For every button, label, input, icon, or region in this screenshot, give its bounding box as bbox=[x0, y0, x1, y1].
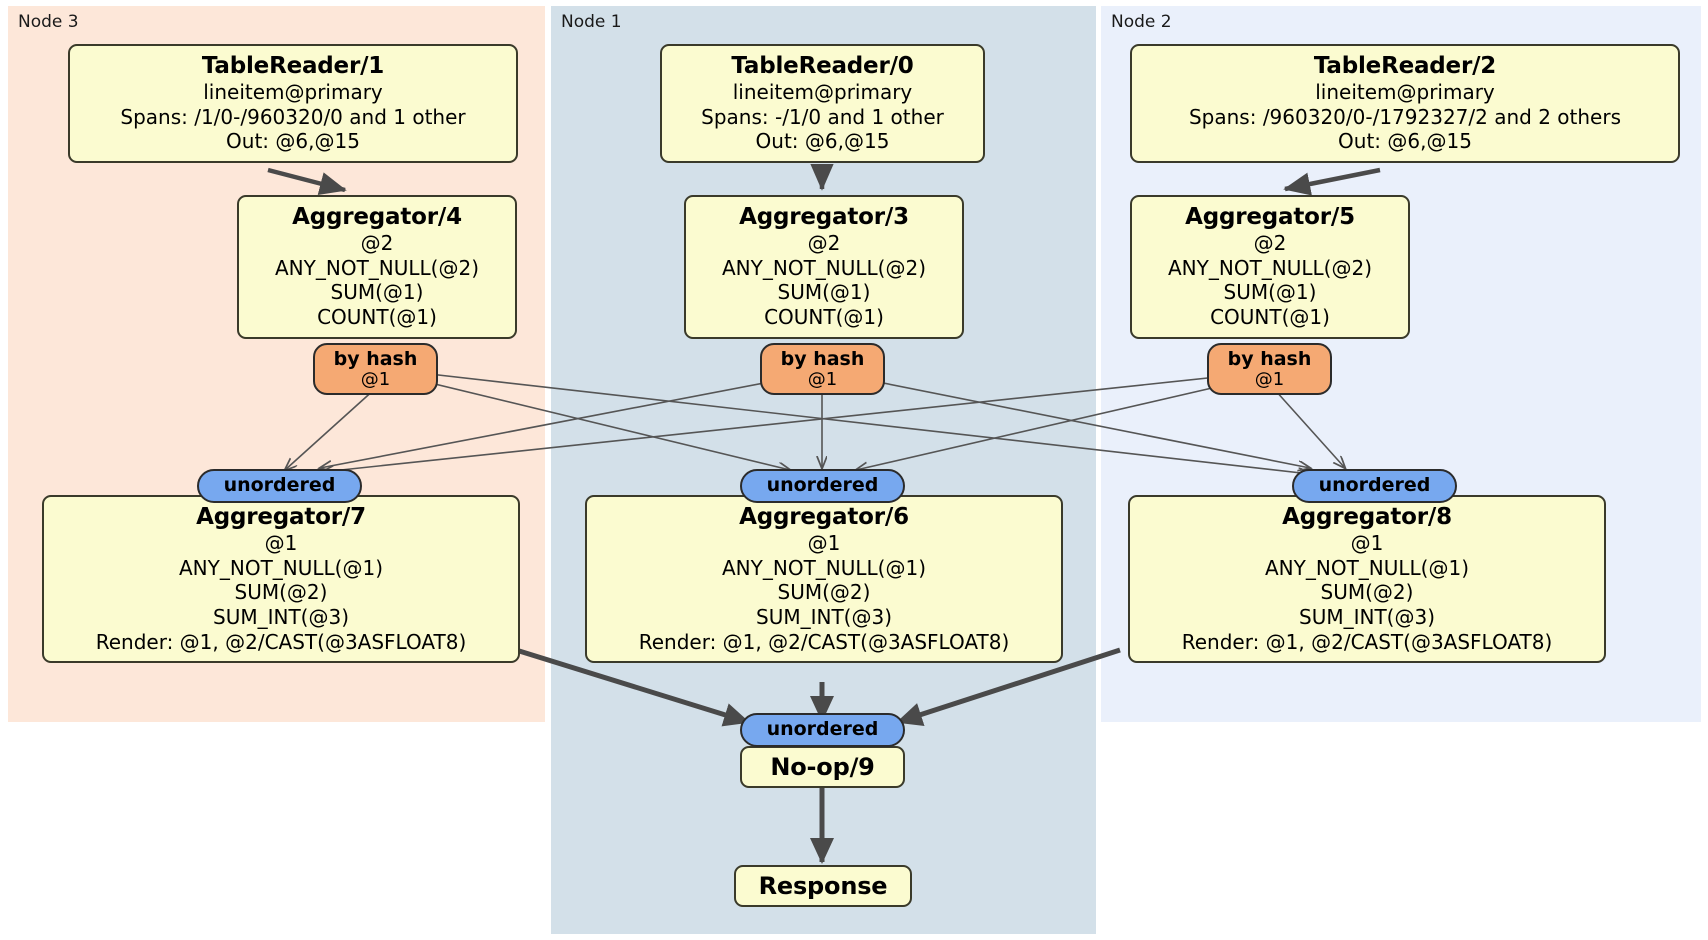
processor-detail-line: SUM(@1) bbox=[777, 280, 871, 305]
processor-detail-line: ANY_NOT_NULL(@2) bbox=[1168, 255, 1372, 280]
output-router-by-hash-center[interactable]: by hash @1 bbox=[760, 343, 885, 395]
processor-table-reader-0[interactable]: TableReader/0 lineitem@primary Spans: -/… bbox=[660, 44, 985, 164]
input-synchronizer-unordered-left[interactable]: unordered bbox=[197, 469, 362, 503]
processor-aggregator-8[interactable]: Aggregator/8 @1 ANY_NOT_NULL(@1) SUM(@2)… bbox=[1128, 495, 1606, 664]
processor-title: Aggregator/6 bbox=[739, 504, 909, 530]
processor-detail-line: SUM(@2) bbox=[234, 580, 328, 605]
processor-detail-line: Spans: -/1/0 and 1 other bbox=[701, 104, 944, 129]
node-group-label-node-2: Node 2 bbox=[1111, 12, 1172, 32]
processor-detail-line: ANY_NOT_NULL(@1) bbox=[1265, 555, 1469, 580]
processor-detail-line: SUM(@2) bbox=[1320, 580, 1414, 605]
synchronizer-label: unordered bbox=[1318, 474, 1431, 496]
processor-title: TableReader/1 bbox=[201, 53, 385, 79]
router-type-label: by hash bbox=[333, 348, 418, 370]
router-type-label: by hash bbox=[1227, 348, 1312, 370]
node-group-label-node-1: Node 1 bbox=[561, 12, 622, 32]
processor-detail-line: @2 bbox=[360, 231, 394, 256]
processor-title: Aggregator/5 bbox=[1185, 204, 1355, 230]
node-group-label-node-3: Node 3 bbox=[18, 12, 79, 32]
processor-response[interactable]: Response bbox=[734, 865, 912, 907]
processor-aggregator-7[interactable]: Aggregator/7 @1 ANY_NOT_NULL(@1) SUM(@2)… bbox=[42, 495, 520, 664]
processor-render-line: Render: @1, @2/CAST(@3ASFLOAT8) bbox=[638, 629, 1010, 654]
processor-table-reader-1[interactable]: TableReader/1 lineitem@primary Spans: /1… bbox=[68, 44, 518, 164]
processor-detail-line: lineitem@primary bbox=[1315, 80, 1495, 105]
processor-title: Aggregator/4 bbox=[292, 204, 462, 230]
router-column-label: @1 bbox=[1254, 368, 1285, 390]
processor-detail-line: SUM(@2) bbox=[777, 580, 871, 605]
processor-title: Response bbox=[758, 872, 888, 900]
processor-aggregator-4[interactable]: Aggregator/4 @2 ANY_NOT_NULL(@2) SUM(@1)… bbox=[237, 195, 517, 339]
processor-title: Aggregator/7 bbox=[196, 504, 366, 530]
processor-detail-line: @2 bbox=[807, 231, 841, 256]
processor-title: TableReader/0 bbox=[731, 53, 914, 79]
processor-detail-line: @1 bbox=[264, 531, 298, 556]
processor-title: Aggregator/3 bbox=[739, 204, 909, 230]
processor-detail-line: @1 bbox=[1350, 531, 1384, 556]
synchronizer-label: unordered bbox=[766, 718, 879, 740]
processor-detail-line: lineitem@primary bbox=[203, 80, 383, 105]
router-column-label: @1 bbox=[807, 368, 838, 390]
processor-detail-line: ANY_NOT_NULL(@1) bbox=[722, 555, 926, 580]
processor-detail-line: Out: @6,@15 bbox=[755, 129, 890, 154]
processor-detail-line: SUM_INT(@3) bbox=[756, 605, 892, 630]
processor-table-reader-2[interactable]: TableReader/2 lineitem@primary Spans: /9… bbox=[1130, 44, 1680, 164]
input-synchronizer-unordered-final[interactable]: unordered bbox=[740, 713, 905, 747]
router-column-label: @1 bbox=[360, 368, 391, 390]
processor-detail-line: ANY_NOT_NULL(@1) bbox=[179, 555, 383, 580]
processor-aggregator-6[interactable]: Aggregator/6 @1 ANY_NOT_NULL(@1) SUM(@2)… bbox=[585, 495, 1063, 664]
processor-no-op-9[interactable]: No-op/9 bbox=[740, 746, 905, 788]
processor-aggregator-5[interactable]: Aggregator/5 @2 ANY_NOT_NULL(@2) SUM(@1)… bbox=[1130, 195, 1410, 339]
processor-title: Aggregator/8 bbox=[1282, 504, 1452, 530]
processor-render-line: Render: @1, @2/CAST(@3ASFLOAT8) bbox=[1181, 629, 1553, 654]
router-type-label: by hash bbox=[780, 348, 865, 370]
processor-aggregator-3[interactable]: Aggregator/3 @2 ANY_NOT_NULL(@2) SUM(@1)… bbox=[684, 195, 964, 339]
input-synchronizer-unordered-center[interactable]: unordered bbox=[740, 469, 905, 503]
processor-detail-line: SUM(@1) bbox=[1223, 280, 1317, 305]
output-router-by-hash-left[interactable]: by hash @1 bbox=[313, 343, 438, 395]
input-synchronizer-unordered-right[interactable]: unordered bbox=[1292, 469, 1457, 503]
processor-detail-line: SUM(@1) bbox=[330, 280, 424, 305]
processor-detail-line: COUNT(@1) bbox=[764, 305, 884, 330]
synchronizer-label: unordered bbox=[223, 474, 336, 496]
processor-detail-line: @2 bbox=[1253, 231, 1287, 256]
processor-detail-line: COUNT(@1) bbox=[1210, 305, 1330, 330]
processor-detail-line: lineitem@primary bbox=[732, 80, 913, 105]
processor-detail-line: @1 bbox=[807, 531, 841, 556]
processor-detail-line: COUNT(@1) bbox=[317, 305, 437, 330]
synchronizer-label: unordered bbox=[766, 474, 879, 496]
output-router-by-hash-right[interactable]: by hash @1 bbox=[1207, 343, 1332, 395]
processor-detail-line: SUM_INT(@3) bbox=[213, 605, 349, 630]
processor-render-line: Render: @1, @2/CAST(@3ASFLOAT8) bbox=[95, 629, 467, 654]
processor-detail-line: SUM_INT(@3) bbox=[1299, 605, 1435, 630]
processor-detail-line: Spans: /960320/0-/1792327/2 and 2 others bbox=[1188, 104, 1621, 129]
processor-detail-line: ANY_NOT_NULL(@2) bbox=[722, 255, 926, 280]
processor-title: TableReader/2 bbox=[1313, 53, 1497, 79]
processor-detail-line: Spans: /1/0-/960320/0 and 1 other bbox=[120, 104, 466, 129]
processor-detail-line: Out: @6,@15 bbox=[1338, 129, 1472, 154]
processor-detail-line: ANY_NOT_NULL(@2) bbox=[275, 255, 479, 280]
processor-detail-line: Out: @6,@15 bbox=[226, 129, 360, 154]
processor-title: No-op/9 bbox=[770, 753, 875, 781]
